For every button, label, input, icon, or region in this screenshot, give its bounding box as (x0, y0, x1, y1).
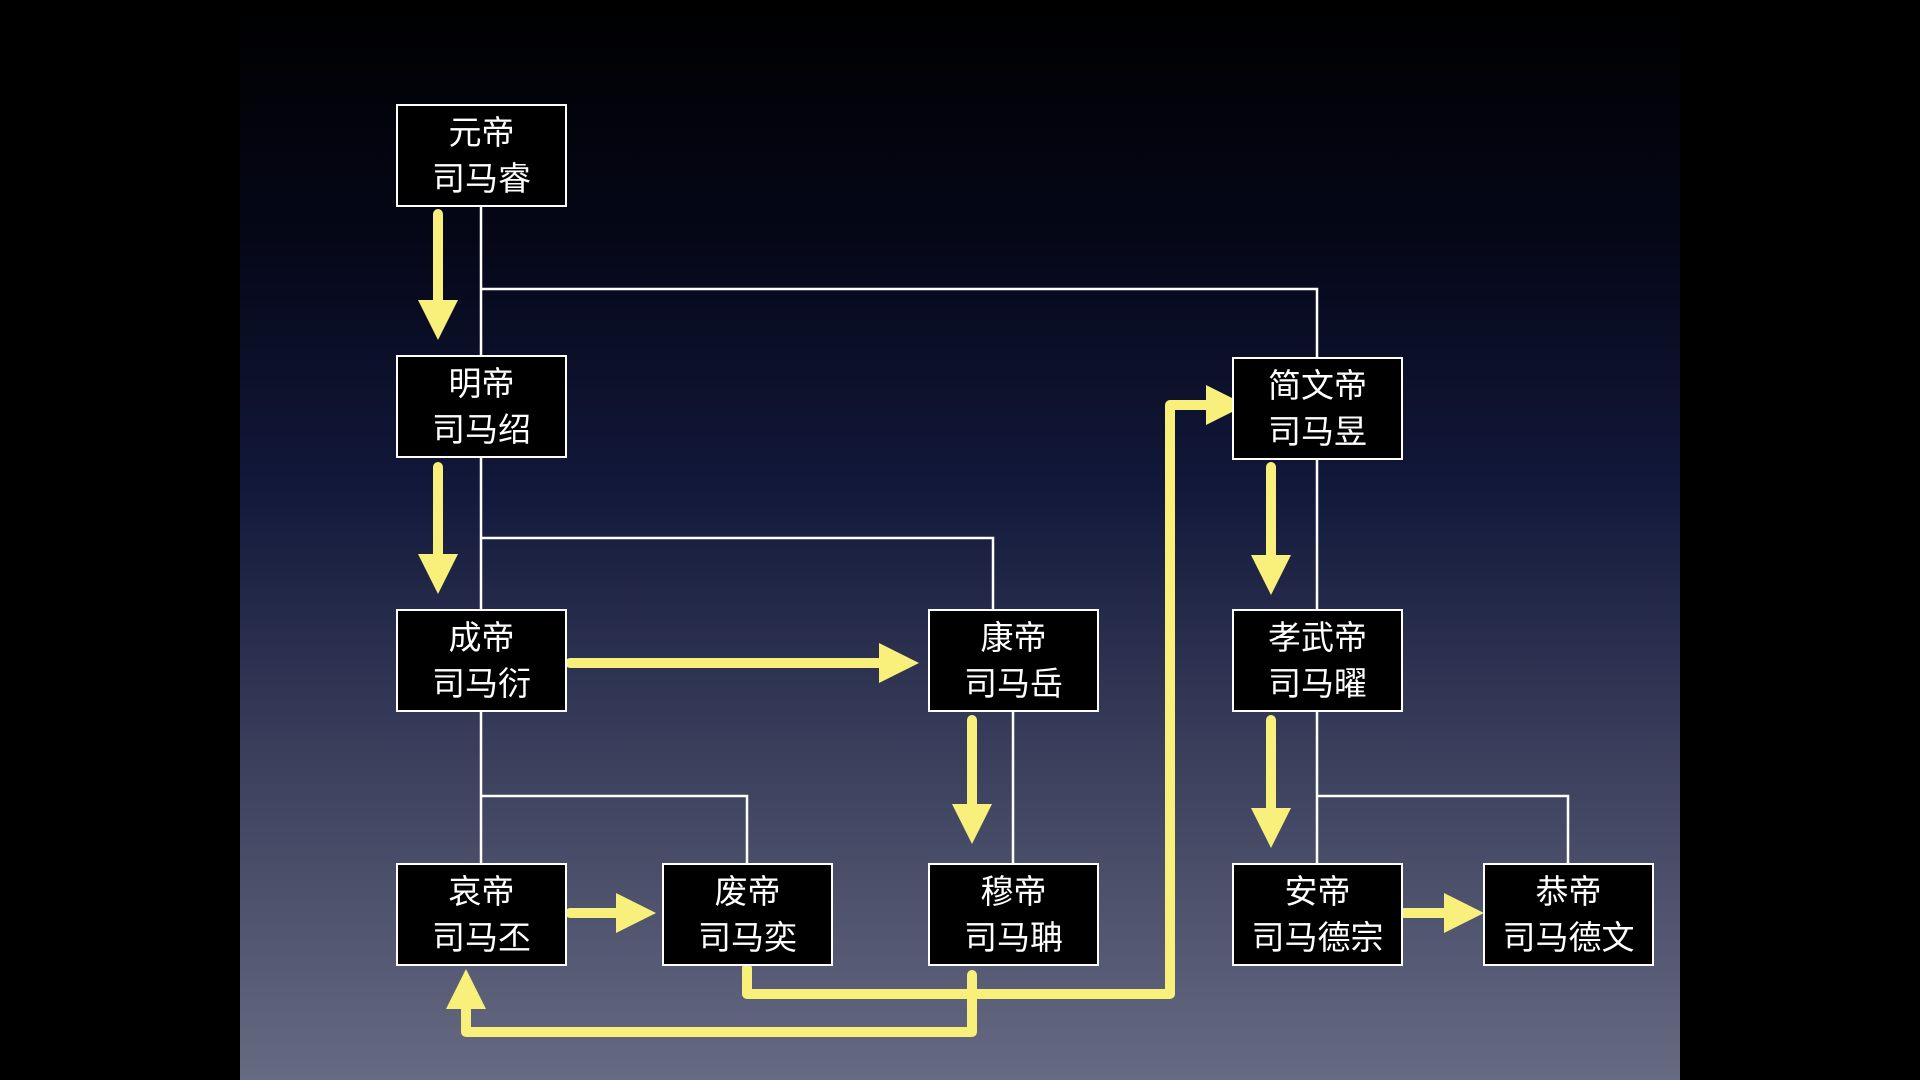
node-title: 明帝 (448, 363, 515, 403)
node-kangdi: 康帝 司马岳 (928, 609, 1099, 712)
node-andi: 安帝 司马德宗 (1232, 863, 1403, 966)
node-name: 司马岳 (964, 663, 1063, 703)
node-name: 司马奕 (698, 917, 797, 957)
node-mingdi: 明帝 司马绍 (396, 355, 567, 458)
node-title: 穆帝 (980, 871, 1047, 911)
node-title: 康帝 (980, 617, 1047, 657)
node-feidi: 废帝 司马奕 (662, 863, 833, 966)
node-name: 司马衍 (432, 663, 531, 703)
connector-layer (418, 206, 1570, 1037)
node-name: 司马德宗 (1251, 917, 1384, 957)
node-mudi: 穆帝 司马聃 (928, 863, 1099, 966)
lineage-xiaowudi-to-gongdi (1317, 794, 1570, 863)
node-name: 司马丕 (432, 917, 531, 957)
node-title: 废帝 (714, 871, 781, 911)
node-name: 司马聃 (964, 917, 1063, 957)
node-title: 成帝 (448, 617, 515, 657)
succession-arrow-feidi-jianwendi (742, 385, 1247, 999)
node-title: 恭帝 (1535, 871, 1602, 911)
node-chengdi: 成帝 司马衍 (396, 609, 567, 712)
node-xiaowudi: 孝武帝 司马曜 (1232, 609, 1403, 712)
node-gongdi: 恭帝 司马德文 (1483, 863, 1654, 966)
node-jianwendi: 简文帝 司马昱 (1232, 357, 1403, 460)
node-title: 哀帝 (448, 871, 515, 911)
node-name: 司马睿 (432, 158, 531, 198)
node-title: 孝武帝 (1268, 617, 1367, 657)
node-name: 司马绍 (432, 409, 531, 449)
node-title: 简文帝 (1268, 365, 1367, 405)
node-aidi: 哀帝 司马丕 (396, 863, 567, 966)
lineage-mingdi-to-kangdi (481, 536, 995, 609)
node-name: 司马曜 (1268, 663, 1367, 703)
lineage-yuandi-to-jianwendi (481, 287, 1319, 357)
slide: 元帝 司马睿 明帝 司马绍 成帝 司马衍 康帝 司马岳 哀帝 司马丕 废帝 司马… (240, 0, 1680, 1080)
node-title: 安帝 (1284, 871, 1351, 911)
node-yuandi: 元帝 司马睿 (396, 104, 567, 207)
succession-arrow-mudi-aidi (446, 968, 977, 1037)
node-name: 司马昱 (1268, 411, 1367, 451)
node-name: 司马德文 (1502, 917, 1635, 957)
node-title: 元帝 (448, 112, 515, 152)
lineage-chengdi-to-feidi (481, 794, 749, 863)
